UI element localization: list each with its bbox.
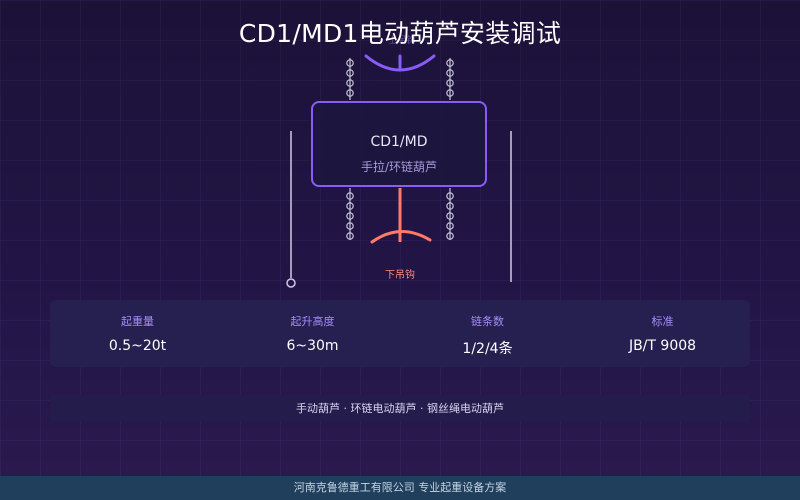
hoist-diagram [286, 54, 512, 288]
chain-icon [346, 188, 354, 240]
hoist-types-text: 手动葫芦 · 环链电动葫芦 · 钢丝绳电动葫芦 [296, 402, 504, 415]
spec-value: 6~30m [286, 338, 339, 354]
lower-hook-icon [370, 188, 432, 244]
chain-icon [346, 58, 354, 100]
spec-capacity: 起重量 0.5~20t [50, 300, 225, 367]
footer-company-text: 河南克鲁德重工有限公司 专业起重设备方案 [293, 481, 507, 494]
spec-value: 1/2/4条 [462, 341, 513, 357]
upper-hook-label: 上吊钩 [388, 36, 416, 46]
spec-label: 标准 [651, 315, 674, 328]
hoist-body: CD1/MD 手拉/环链葫芦 [311, 101, 487, 187]
spec-value: JB/T 9008 [628, 338, 697, 354]
hoist-type-label: 手拉/环链葫芦 [360, 160, 438, 174]
page-title: CD1/MD1电动葫芦安装调试 [238, 19, 562, 48]
spec-chain-count: 链条数 1/2/4条 [400, 300, 575, 367]
upper-hook-icon [364, 54, 436, 72]
left-guide-anchor [286, 278, 296, 288]
spec-value: 0.5~20t [108, 338, 167, 354]
spec-label: 链条数 [471, 315, 504, 328]
chain-icon [446, 58, 454, 100]
lower-hook-label: 下吊钩 [385, 270, 415, 281]
spec-panel: 起重量 0.5~20t 起升高度 6~30m 链条数 1/2/4条 标准 JB/… [50, 300, 750, 367]
spec-lift-height: 起升高度 6~30m [225, 300, 400, 367]
spec-standard: 标准 JB/T 9008 [575, 300, 750, 367]
footer: 河南克鲁德重工有限公司 专业起重设备方案 [0, 476, 800, 500]
hoist-model-label: CD1/MD [370, 134, 428, 150]
chain-icon [446, 188, 454, 240]
spec-label: 起重量 [121, 315, 154, 328]
hoist-types-bar: 手动葫芦 · 环链电动葫芦 · 钢丝绳电动葫芦 [50, 395, 750, 422]
spec-label: 起升高度 [290, 315, 335, 328]
